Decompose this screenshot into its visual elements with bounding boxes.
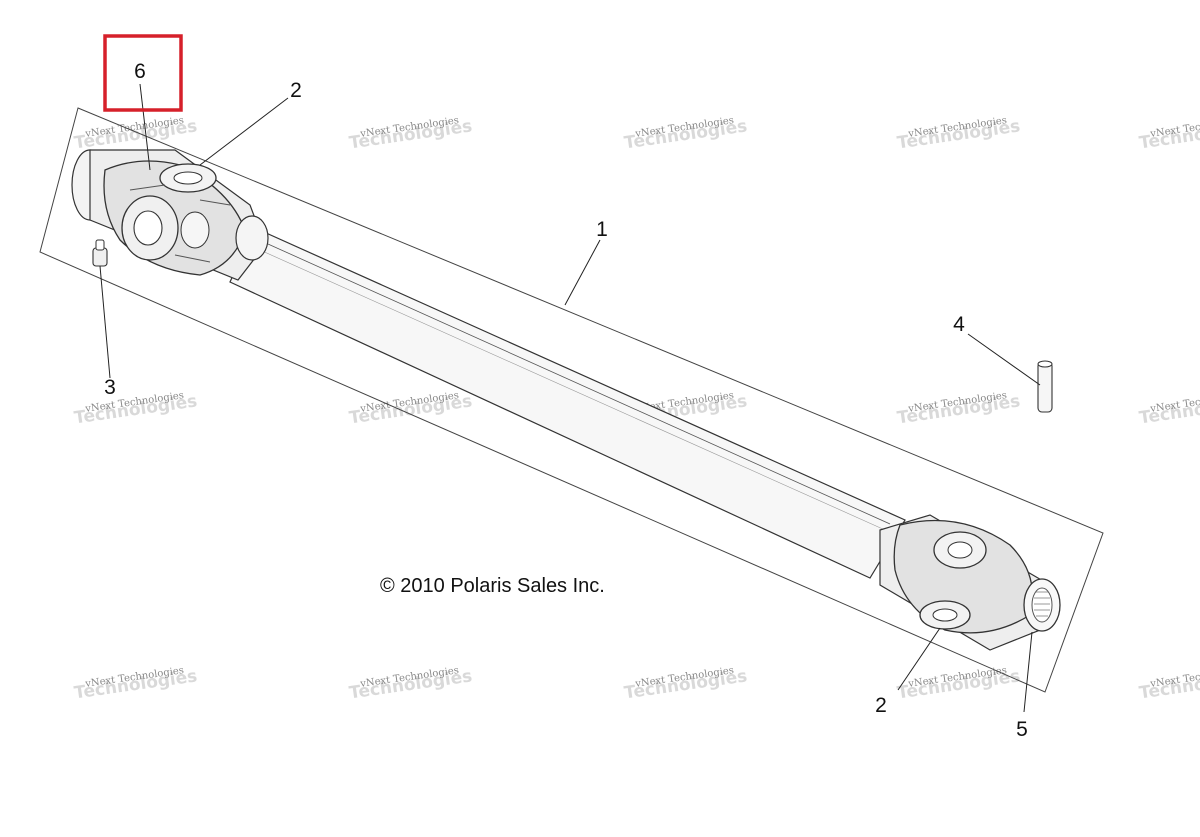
callout-3[interactable]: 3	[104, 376, 116, 399]
callout-2-bottom[interactable]: 2	[875, 694, 887, 717]
callout-2-top[interactable]: 2	[290, 79, 302, 102]
copyright-notice: © 2010 Polaris Sales Inc.	[380, 575, 605, 597]
grease-fitting	[92, 239, 108, 267]
u-joint-top	[71, 149, 269, 281]
callout-6[interactable]: 6	[134, 60, 146, 83]
callout-1[interactable]: 1	[596, 218, 608, 241]
callout-4[interactable]: 4	[953, 313, 965, 336]
assembly-outline	[39, 107, 1104, 693]
leader-lines	[99, 83, 1041, 713]
roll-pin	[1037, 360, 1053, 413]
drive-shaft-tube	[229, 227, 906, 579]
u-joint-bottom	[879, 514, 1061, 651]
highlight-box	[103, 34, 183, 112]
callout-5[interactable]: 5	[1016, 718, 1028, 741]
